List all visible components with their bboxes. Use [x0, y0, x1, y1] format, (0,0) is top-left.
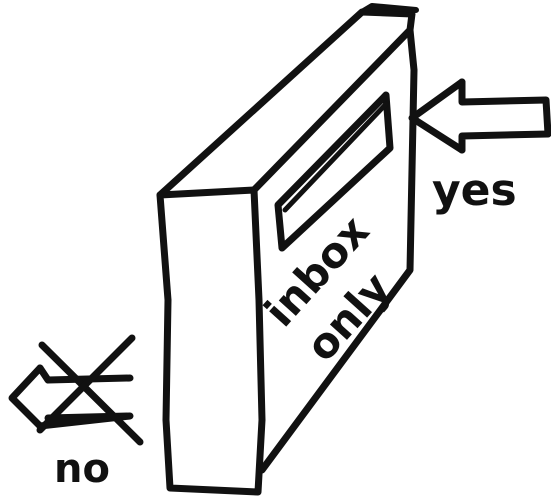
reject-arrow-icon — [12, 338, 140, 442]
accept-label: yes — [432, 165, 517, 216]
accept-arrow-shaft — [462, 82, 548, 150]
accept-arrow-head — [412, 82, 462, 150]
accept-arrow-icon — [412, 82, 548, 150]
box-front-face — [160, 190, 262, 492]
reject-label: no — [54, 446, 110, 492]
reject-arrow-head — [12, 368, 40, 426]
mailbox-box — [160, 6, 416, 492]
